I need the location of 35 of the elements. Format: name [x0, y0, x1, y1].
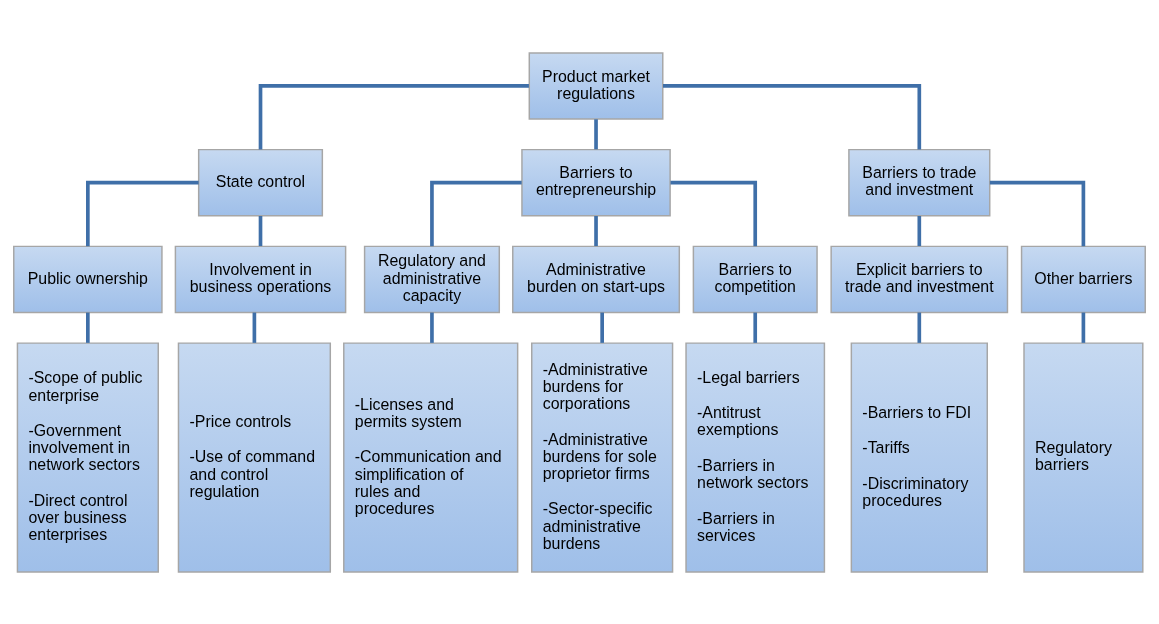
node-box: -Licenses and permits system -Communication and simplification of rules and procedures	[343, 341, 519, 573]
connector	[753, 312, 758, 343]
node-box: Public ownership	[13, 245, 163, 313]
connector	[917, 312, 922, 343]
node-box: -Administrative burdens for corporations -Administrative burdens for sole proprietor firms -Sector-specific administrative burdens	[531, 341, 674, 573]
node-box: Barriers to trade and investment	[848, 148, 991, 216]
connector	[430, 312, 434, 343]
connector	[86, 180, 199, 246]
node-box: Involvement in business operations	[174, 245, 347, 313]
connector	[86, 312, 90, 343]
connector	[594, 215, 598, 246]
node-box: Barriers to competition	[692, 245, 818, 313]
connector	[600, 312, 604, 343]
node-box: Explicit barriers to trade and investment	[830, 245, 1009, 313]
node-box: Barriers to entrepreneurship	[521, 148, 671, 216]
connector	[252, 312, 257, 343]
node-box: Other barriers	[1020, 245, 1146, 313]
node-box: -Legal barriers -Antitrust exemptions -Barriers in network sectors -Barriers in services	[685, 341, 826, 573]
node-box: Administrative burden on start-ups	[512, 245, 681, 313]
connector	[594, 118, 598, 149]
connector	[430, 180, 522, 246]
connector	[917, 215, 922, 246]
node-box: State control	[197, 148, 324, 216]
node-box: Product market regulations	[528, 51, 664, 120]
connector	[989, 180, 1086, 246]
node-box: -Barriers to FDI -Tariffs -Discriminatory procedures	[850, 341, 988, 573]
connector	[258, 83, 529, 149]
node-box: -Price controls -Use of command and control regulation	[177, 341, 332, 573]
connector	[663, 83, 922, 149]
node-box: Regulatory and administrative capacity	[363, 245, 501, 313]
connector	[258, 215, 263, 246]
node-box: -Scope of public enterprise -Government involvement in network sectors -Direct control over business enterprises	[16, 341, 159, 573]
node-box: Regulatory barriers	[1023, 341, 1144, 573]
connector	[1081, 312, 1086, 343]
connector	[670, 180, 758, 246]
